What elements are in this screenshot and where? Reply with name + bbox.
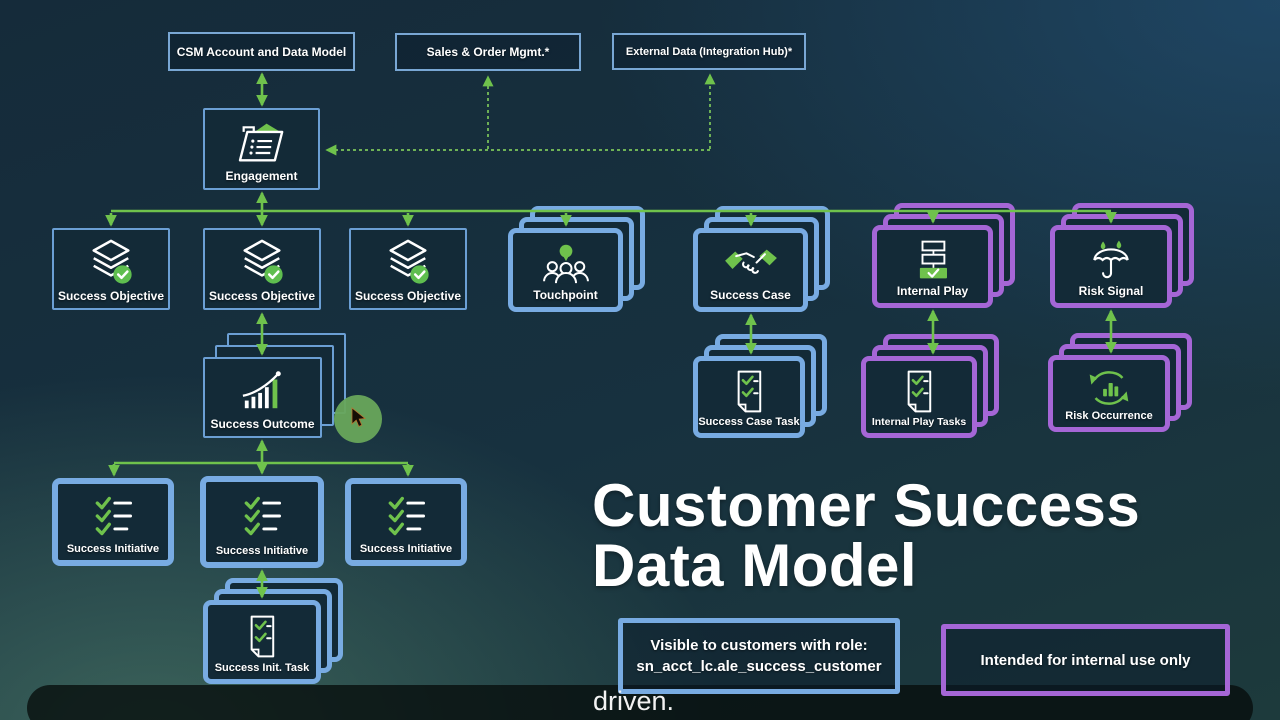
legend-customer-role: Visible to customers with role: sn_acct_… [618, 618, 900, 694]
node-success-outcome: Success Outcome [203, 333, 346, 438]
node-label: Success Objective [57, 289, 165, 303]
node-label: Success Objective [208, 289, 316, 303]
layers-check-icon [237, 230, 287, 289]
node-success-init-task: Success Init. Task [203, 578, 343, 684]
card: Success Case Task [693, 356, 805, 438]
card: Touchpoint [508, 228, 623, 312]
card: Success Outcome [203, 357, 322, 438]
node-internal-play-tasks: Internal Play Tasks [861, 334, 999, 438]
card: Success Objective [203, 228, 321, 310]
box-label: Sales & Order Mgmt.* [426, 45, 550, 59]
node-label: Internal Play [896, 284, 969, 298]
node-label: Success Outcome [210, 417, 315, 431]
legend-internal-only: Intended for internal use only [941, 624, 1230, 696]
node-label: Success Case Task [698, 416, 800, 428]
layers-check-icon [383, 230, 433, 289]
node-label: Success Initiative [215, 545, 309, 557]
task-doc-icon [730, 361, 768, 416]
checklist-icon [382, 484, 430, 543]
task-doc-icon [243, 605, 281, 662]
card: Internal Play [872, 225, 993, 308]
node-label: Success Init. Task [214, 662, 310, 674]
node-risk-signal: Risk Signal [1050, 203, 1194, 308]
node-success-case-task: Success Case Task [693, 334, 827, 438]
node-label: Risk Occurrence [1065, 410, 1153, 422]
legend-line-1: Visible to customers with role: [650, 637, 868, 654]
card: Success Case [693, 228, 808, 312]
node-label: Success Case [710, 288, 791, 302]
node-internal-play: Internal Play [872, 203, 1015, 308]
node-risk-occurrence: Risk Occurrence [1048, 333, 1192, 432]
mouse-pointer-icon [351, 407, 367, 427]
umbrella-rain-icon [1088, 230, 1134, 284]
legend-line-1: Intended for internal use only [980, 651, 1191, 669]
card: Internal Play Tasks [861, 356, 977, 438]
node-label: Success Initiative [359, 543, 453, 555]
node-label: Success Objective [354, 289, 462, 303]
folder-list-icon [236, 110, 288, 169]
box-label: CSM Account and Data Model [176, 44, 347, 59]
node-label: Success Initiative [66, 543, 160, 555]
node-success-objective-2: Success Objective [203, 228, 321, 310]
node-success-objective-1: Success Objective [52, 228, 170, 310]
legend-line-2: sn_acct_lc.ale_success_customer [636, 658, 882, 675]
node-touchpoint: Touchpoint [508, 206, 645, 312]
node-label: Engagement [225, 169, 298, 183]
node-success-case: Success Case [693, 206, 830, 312]
checklist-icon [238, 482, 286, 545]
box-external-data: External Data (Integration Hub)* [612, 33, 806, 70]
card: Success Initiative [345, 478, 467, 566]
growth-chart-icon [236, 359, 290, 417]
people-chat-icon [542, 233, 590, 288]
card: Success Objective [52, 228, 170, 310]
node-label: Internal Play Tasks [871, 416, 967, 428]
node-success-initiative-1: Success Initiative [52, 478, 174, 566]
caption-text: driven. [593, 686, 675, 716]
refresh-bars-icon [1084, 360, 1134, 410]
node-engagement: Engagement [203, 108, 320, 190]
node-label: Risk Signal [1078, 284, 1144, 298]
card: Engagement [203, 108, 320, 190]
box-label: External Data (Integration Hub)* [625, 45, 793, 58]
node-success-initiative-3: Success Initiative [345, 478, 467, 566]
title-line-2: Data Model [592, 532, 918, 599]
card: Success Init. Task [203, 600, 321, 684]
box-sales-order-mgmt: Sales & Order Mgmt.* [395, 33, 581, 71]
card: Success Initiative [52, 478, 174, 566]
slide-title: Customer Success Data Model [592, 476, 1140, 596]
box-csm-account-data-model: CSM Account and Data Model [168, 32, 355, 71]
task-doc-icon [900, 361, 938, 416]
workflow-check-icon [910, 230, 956, 284]
node-label: Touchpoint [533, 288, 598, 302]
card: Success Objective [349, 228, 467, 310]
card: Risk Signal [1050, 225, 1172, 308]
node-success-objective-3: Success Objective [349, 228, 467, 310]
dashed-connectors [325, 73, 716, 156]
checklist-icon [89, 484, 137, 543]
node-success-initiative-2: Success Initiative [200, 476, 324, 568]
card: Success Initiative [200, 476, 324, 568]
card: Risk Occurrence [1048, 355, 1170, 432]
title-line-1: Customer Success [592, 472, 1141, 539]
layers-check-icon [86, 230, 136, 289]
handshake-icon [723, 233, 779, 288]
